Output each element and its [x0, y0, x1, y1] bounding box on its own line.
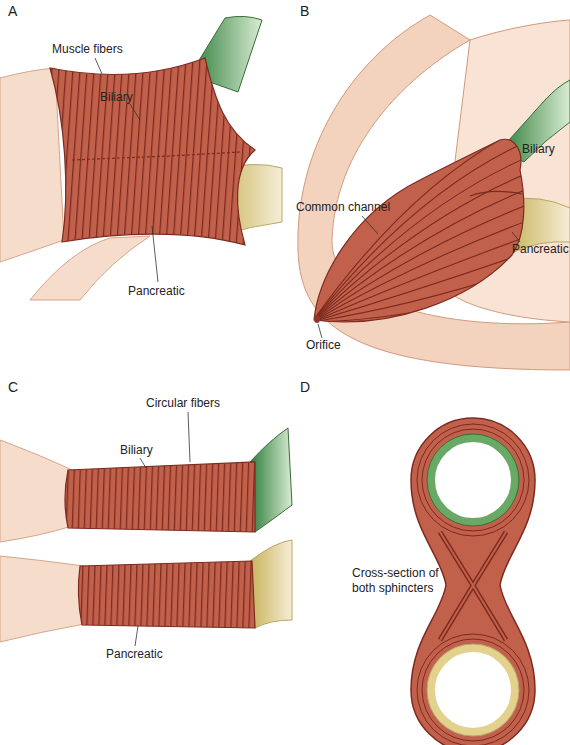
part-label: Biliary: [100, 90, 133, 105]
part-label: Muscle fibers: [52, 42, 123, 57]
part-label: Pancreatic: [512, 242, 569, 257]
panel-b: [298, 15, 570, 370]
duodenal-tissue: [0, 68, 64, 262]
muscle-fibers: [312, 120, 540, 322]
duct-septum: [470, 191, 522, 196]
part-label: Biliary: [120, 443, 153, 458]
leader-line: [362, 216, 378, 234]
duodenal-tissue: [0, 556, 84, 642]
muscle-layer: [422, 639, 524, 741]
panel-letter: B: [300, 4, 309, 19]
pancreatic-sphincter: [78, 561, 255, 628]
leader-line: [140, 458, 146, 468]
crossing-fibers: [440, 532, 506, 640]
part-label: Biliary: [522, 142, 555, 157]
muscle-layer: [417, 424, 529, 536]
bile-duct-wall: [427, 434, 519, 526]
crossing-fibers: [440, 532, 506, 640]
part-label: Circular fibers: [146, 396, 220, 411]
sphincter-muscle: [50, 58, 255, 245]
duodenal-tissue: [0, 440, 72, 542]
part-label: Pancreatic: [128, 284, 185, 299]
muscle-layer: [422, 429, 524, 531]
part-label: Common channel: [296, 200, 390, 215]
part-label: Orifice: [306, 338, 341, 353]
leader-line: [95, 58, 102, 74]
panel-letter: C: [8, 380, 18, 395]
pancreatic-duct-wall: [427, 644, 519, 736]
muscle-layer: [417, 634, 529, 745]
panel-letter: D: [300, 380, 310, 395]
leader-line: [188, 412, 190, 462]
leader-line: [318, 324, 322, 338]
panel-a: [0, 16, 282, 300]
crossing-fibers: [440, 532, 506, 640]
pancreatic-duct-lumen: [431, 648, 515, 732]
muscle-seam: [72, 152, 240, 160]
leader-line: [152, 226, 158, 282]
pancreatic-duct: [250, 540, 292, 628]
biliary-sphincter: [65, 462, 255, 532]
part-label: Cross-section of both sphincters: [352, 566, 456, 596]
leader-line: [130, 104, 140, 120]
leader-line: [135, 626, 138, 646]
leader-line: [512, 232, 520, 242]
orifice: [314, 315, 320, 323]
panel-c: [0, 412, 292, 646]
duodenal-wall: [298, 15, 570, 370]
crossing-fibers: [440, 532, 506, 640]
bile-duct-lumen: [431, 438, 515, 522]
panel-letter: A: [8, 4, 17, 19]
bile-duct: [250, 428, 292, 532]
part-label: Pancreatic: [106, 647, 163, 662]
